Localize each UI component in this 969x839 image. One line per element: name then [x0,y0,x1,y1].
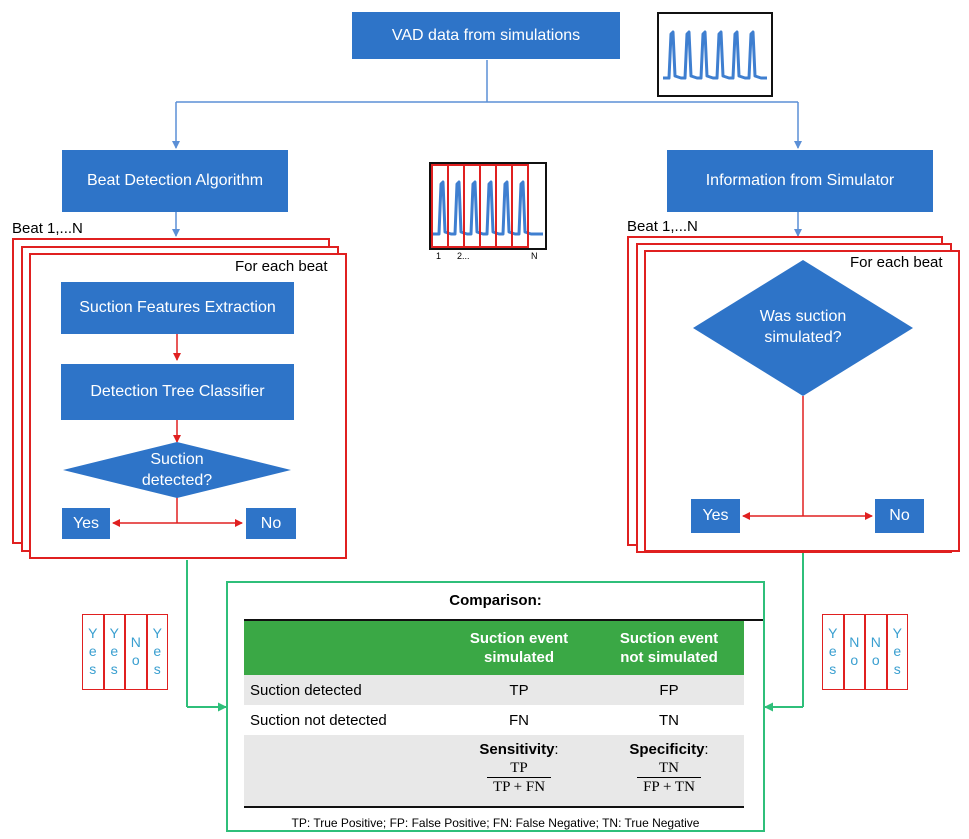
specificity-cell: Specificity: TN FP + TN [594,735,744,807]
vad-data-box: VAD data from simulations [352,12,620,59]
features-extraction-label: Suction Features Extraction [79,299,276,316]
left-for-each-label: For each beat [235,258,328,275]
segmented-signal-thumbnail [429,162,547,250]
right-for-each-label: For each beat [850,254,943,271]
left-output-cell-2: Yes [103,614,125,690]
left-output-strip: Yes Yes No Yes [82,614,168,690]
left-yes-box: Yes [62,508,110,539]
right-output-4: Yes [889,625,906,679]
table-row: Suction detected TP FP [244,675,744,705]
vad-signal-waveform-icon [663,30,767,80]
vad-data-label: VAD data from simulations [391,26,581,44]
segment-tick-first: 1 [436,251,442,261]
suction-simulated-diamond [693,260,913,396]
specificity-numerator: TN [659,760,679,776]
metrics-blank-cell [244,735,444,807]
segmented-waveform-icon [431,164,543,248]
right-no-box: No [875,499,924,533]
comparison-table: Suction event simulated Suction event no… [244,621,744,808]
beat-detection-box: Beat Detection Algorithm [62,150,288,212]
specificity-colon: : [704,741,709,758]
comparison-header-row: Suction event simulated Suction event no… [244,621,744,675]
right-beats-label: Beat 1,...N [627,218,698,235]
row-not-detected-tn: TN [659,711,679,729]
right-yes-label: Yes [702,507,729,524]
left-output-4: Yes [149,625,166,679]
specificity-denominator: FP + TN [637,777,701,796]
suction-simulated-line1: Was suction [759,308,847,325]
left-output-3: No [127,634,144,670]
left-output-1: Yes [84,625,101,679]
sensitivity-cell: Sensitivity: TP TP + FN [444,735,594,807]
segment-tick-second: 2... [457,251,470,261]
left-beats-label: Beat 1,...N [12,220,83,237]
right-output-cell-1: Yes [822,614,844,690]
right-output-cell-3: No [865,614,887,690]
row-detected-tp: TP [509,681,529,699]
right-output-3: No [867,634,884,670]
row-not-detected-label: Suction not detected [250,711,387,729]
left-no-box: No [246,508,296,539]
specificity-label: Specificity [629,741,705,758]
header-simulated-line2: simulated [483,649,555,666]
features-extraction-box: Suction Features Extraction [61,282,294,334]
simulator-info-box: Information from Simulator [667,150,933,212]
header-not-simulated-line1: Suction event [619,630,719,647]
specificity-heading: Specificity: [594,741,744,758]
sensitivity-denominator: TP + FN [486,777,552,796]
left-output-2: Yes [106,625,123,679]
header-not-simulated-cell: Suction event not simulated [594,621,744,675]
suction-detected-text: Suction detected? [97,449,257,491]
right-no-label: No [889,507,910,524]
suction-detected-diamond [63,442,291,498]
sensitivity-colon: : [554,741,559,758]
segment-tick-last: N [531,251,538,261]
tree-classifier-label: Detection Tree Classifier [90,383,265,400]
row-not-detected-fn: FN [509,711,529,729]
left-output-cell-3: No [125,614,147,690]
sensitivity-heading: Sensitivity: [444,741,594,758]
suction-detected-line1: Suction [150,451,204,468]
comparison-footnote: TP: True Positive; FP: False Positive; F… [291,816,700,830]
suction-detected-line2: detected? [141,472,213,489]
left-yes-label: Yes [72,514,100,532]
left-output-cell-4: Yes [146,614,168,690]
sensitivity-label: Sensitivity [479,741,555,758]
right-output-cell-4: Yes [886,614,908,690]
row-detected-label: Suction detected [250,681,362,699]
comparison-table-wrap: Suction event simulated Suction event no… [244,619,763,808]
right-output-1: Yes [824,625,841,679]
right-output-cell-2: No [843,614,865,690]
tree-classifier-box: Detection Tree Classifier [61,364,294,420]
header-simulated-line1: Suction event [469,630,569,647]
vad-signal-thumbnail [657,12,773,97]
right-output-strip: Yes No No Yes [822,614,908,690]
top-split-connector [172,60,802,237]
left-output-cell-1: Yes [82,614,104,690]
suction-simulated-line2: simulated? [764,329,842,346]
header-simulated-cell: Suction event simulated [444,621,594,675]
table-row: Suction not detected FN TN [244,705,744,735]
row-detected-fp: FP [659,681,679,699]
header-blank-cell [244,621,444,675]
metrics-row: Sensitivity: TP TP + FN Specificity: TN … [244,735,744,807]
left-no-label: No [260,514,282,532]
right-yes-box: Yes [691,499,740,533]
header-not-simulated-line2: not simulated [620,649,718,666]
suction-simulated-text: Was suction simulated? [735,305,871,349]
beat-detection-label: Beat Detection Algorithm [86,172,264,189]
specificity-fraction: TN FP + TN [637,760,701,796]
right-output-2: No [846,634,863,670]
simulator-info-label: Information from Simulator [705,172,895,189]
sensitivity-fraction: TP TP + FN [486,760,552,796]
comparison-title: Comparison: [449,592,542,609]
comparison-panel: Comparison: Suction event simulated Suct… [226,581,765,832]
sensitivity-numerator: TP [510,760,528,776]
